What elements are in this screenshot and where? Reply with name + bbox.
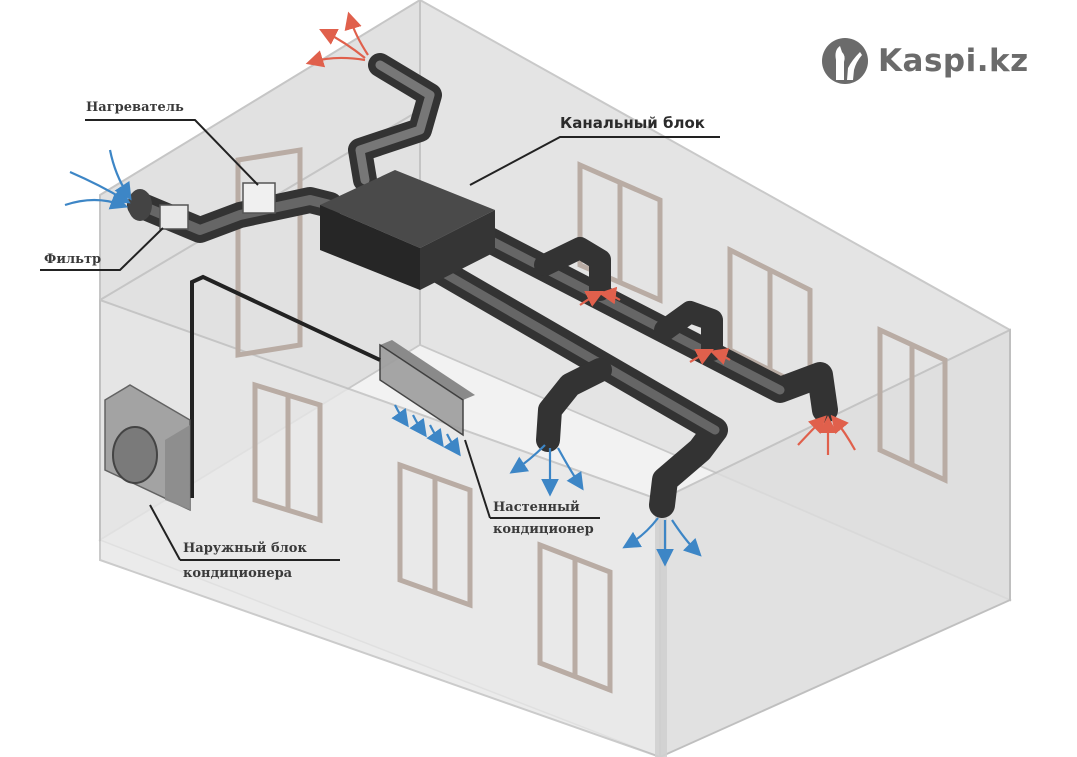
kaspi-logo-text: Kaspi.kz [878,43,1029,79]
outdoor-unit-label-line2: кондиционера [183,566,293,581]
building-shell [98,0,1012,757]
door [235,147,303,358]
return-branch-duct [534,237,611,301]
supply-branch-duct [536,358,612,452]
outdoor-unit-label-line1: Наружный блок [183,541,307,556]
refrigerant-line [190,274,381,498]
window [537,541,613,694]
window [877,326,948,484]
heater-label: Нагреватель [86,100,184,115]
filter-label: Фильтр [44,252,102,267]
kaspi-logo-icon [822,38,868,84]
wall-ac-label-line1: Настенный [493,500,580,515]
kaspi-watermark: Kaspi.kz [822,38,1029,84]
heater-unit [242,182,276,214]
ducts [127,53,838,518]
duct-unit-label: Канальный блок [560,114,705,132]
intake-grille [128,189,152,221]
window [577,161,663,304]
supply-airflow-arrows [64,149,702,567]
front-wall [99,298,661,757]
outdoor-unit [104,384,191,512]
window [397,461,473,609]
return-branch-duct [654,301,723,361]
filter-unit [159,204,189,230]
duct-unit [320,170,495,290]
wall-ac-unit [379,340,475,437]
fan-icon [112,426,158,484]
leader-lines [40,119,720,561]
windows [235,147,948,694]
exhaust-airflow-arrows [305,11,856,455]
window [252,381,323,524]
wall-ac-label-line2: кондиционер [493,522,594,537]
